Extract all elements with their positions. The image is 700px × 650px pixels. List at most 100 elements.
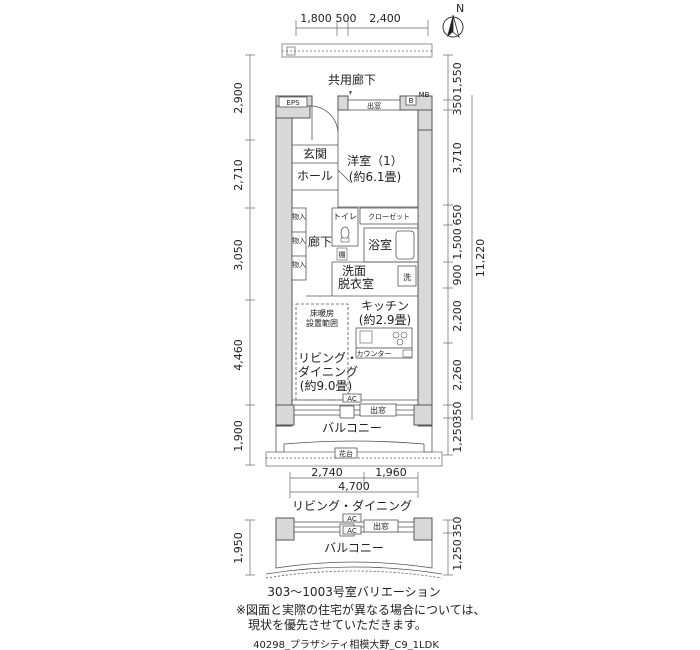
dim-left-3: 3,050 bbox=[232, 239, 245, 271]
note-line-1: ※図面と実際の住宅が異なる場合については、 bbox=[236, 602, 485, 617]
variation-right-dim-line bbox=[443, 519, 453, 576]
closet-label: クローゼット bbox=[368, 212, 410, 221]
dim-right-8: 2,260 bbox=[451, 359, 464, 391]
variation-left-dim: 1,950 bbox=[232, 532, 245, 564]
mb-label: MB bbox=[419, 91, 430, 99]
top-dimension-line bbox=[295, 20, 429, 36]
eps-label: EPS bbox=[286, 99, 300, 107]
dim-right-3: 3,710 bbox=[451, 142, 464, 174]
kitchen-label: キッチン bbox=[361, 299, 409, 313]
storage-3: 物入 bbox=[292, 260, 306, 269]
compass-label: N bbox=[456, 2, 464, 15]
storage-2: 物入 bbox=[292, 236, 306, 245]
storage-column bbox=[291, 207, 307, 281]
washer-box bbox=[397, 265, 417, 287]
ac-label-top: AC bbox=[347, 395, 357, 403]
dim-right-4: 650 bbox=[451, 205, 464, 226]
planter-box bbox=[334, 447, 358, 459]
right-dimension-line bbox=[443, 54, 473, 456]
toilet-label: トイレ bbox=[333, 212, 357, 221]
ac-unit-top bbox=[342, 393, 362, 403]
dim-left-5: 1,900 bbox=[232, 420, 245, 452]
entrance-door bbox=[311, 105, 339, 215]
variation-dim-1: 2,740 bbox=[311, 466, 343, 479]
counter-fixture-icon bbox=[402, 349, 413, 358]
senmen-label-2: 脱衣室 bbox=[338, 276, 374, 291]
north-arrow-icon bbox=[442, 14, 464, 39]
living-label-1: リビング・ bbox=[298, 351, 358, 365]
variation-ac-unit-2 bbox=[342, 525, 362, 535]
dim-right-5: 1,500 bbox=[451, 228, 464, 260]
balcony-outline bbox=[265, 418, 443, 467]
senmen-label-1: 洗面 bbox=[342, 264, 366, 278]
variation-left-dim-line bbox=[245, 519, 255, 576]
kitchen-size: (約2.9畳) bbox=[359, 312, 411, 327]
bay-window-top-label: 出窓 bbox=[367, 101, 381, 110]
youshitsu-size: (約6.1畳) bbox=[349, 169, 401, 184]
variation-dim-total: 4,700 bbox=[338, 480, 370, 493]
dim-right-2: 350 bbox=[451, 95, 464, 116]
dim-left-1: 2,900 bbox=[232, 82, 245, 114]
dim-top-1: 1,800 bbox=[300, 12, 332, 25]
washer-label: 洗 bbox=[403, 272, 411, 282]
living-label-2: ダイニング bbox=[298, 364, 358, 379]
variation-balcony-label: バルコニー bbox=[324, 541, 384, 555]
note-line-2: 現状を優先させていただきます。 bbox=[248, 618, 427, 632]
variation-ac-label-2: AC bbox=[347, 527, 357, 535]
variation-ac-unit bbox=[342, 513, 362, 523]
dim-right-1: 1,550 bbox=[451, 62, 464, 94]
eps-box bbox=[278, 96, 308, 108]
dim-left-4: 4,460 bbox=[232, 339, 245, 371]
bay-window-bottom-label: 出窓 bbox=[370, 405, 386, 415]
corridor-strip bbox=[281, 43, 433, 58]
dim-right-total: 11,220 bbox=[474, 239, 487, 278]
counter-label: カウンター bbox=[357, 349, 392, 358]
shelf-box bbox=[336, 247, 348, 261]
left-dimension-line bbox=[245, 54, 255, 466]
variation-living-label: リビング・ダイニング bbox=[292, 498, 412, 513]
bath-label: 浴室 bbox=[368, 237, 392, 252]
toilet-icon bbox=[340, 226, 350, 240]
shelf-label: 棚 bbox=[339, 250, 346, 259]
exterior-walls bbox=[275, 95, 433, 427]
variation-window-label: 出窓 bbox=[373, 521, 389, 531]
youshitsu-label: 洋室（1） bbox=[347, 153, 403, 168]
dim-top-3: 2,400 bbox=[369, 12, 401, 25]
variation-right-dim-1: 350 bbox=[451, 517, 464, 538]
kitchen-counter bbox=[355, 327, 413, 349]
rouka-label: 廊下 bbox=[308, 234, 332, 249]
b-label: B bbox=[409, 97, 414, 105]
ac-outdoor-unit bbox=[339, 405, 355, 419]
floorheat-label-2: 設置範囲 bbox=[306, 318, 338, 328]
closet bbox=[359, 207, 419, 225]
variation-dimension-line bbox=[289, 472, 419, 498]
storage-1: 物入 bbox=[292, 212, 306, 221]
variation-dim-2: 1,960 bbox=[375, 466, 407, 479]
variation-bay-window bbox=[363, 519, 399, 533]
genkan-label: 玄関 bbox=[303, 146, 327, 161]
vent-marker-icon bbox=[349, 91, 352, 95]
dim-left-2: 2,710 bbox=[232, 159, 245, 191]
variation-caption: 303～1003号室バリエーション bbox=[267, 584, 440, 599]
corridor-label: 共用廊下 bbox=[328, 72, 376, 87]
hall-label: ホール bbox=[297, 169, 333, 183]
planter-label: 花台 bbox=[339, 449, 353, 458]
variation-balcony-outline bbox=[265, 540, 443, 579]
dim-top-2: 500 bbox=[336, 12, 357, 25]
dim-right-10: 1,250 bbox=[451, 421, 464, 453]
bay-window-bottom bbox=[359, 403, 397, 417]
bay-window-top bbox=[347, 99, 401, 111]
footer-code: 40298_プラザシティ相模大野_C9_1LDK bbox=[253, 638, 439, 650]
dim-right-7: 2,200 bbox=[451, 300, 464, 332]
floor-heating-area bbox=[295, 303, 349, 401]
living-size: (約9.0畳) bbox=[300, 378, 352, 393]
variation-ac-label: AC bbox=[347, 515, 357, 523]
bathtub-icon bbox=[395, 230, 415, 260]
floorheat-label-1: 床暖房 bbox=[310, 308, 334, 318]
dim-right-9: 350 bbox=[451, 402, 464, 423]
dim-right-6: 900 bbox=[451, 265, 464, 286]
youshitsu-door bbox=[337, 169, 351, 183]
variation-right-dim-2: 1,250 bbox=[451, 539, 464, 571]
balcony-label: バルコニー bbox=[322, 421, 382, 435]
